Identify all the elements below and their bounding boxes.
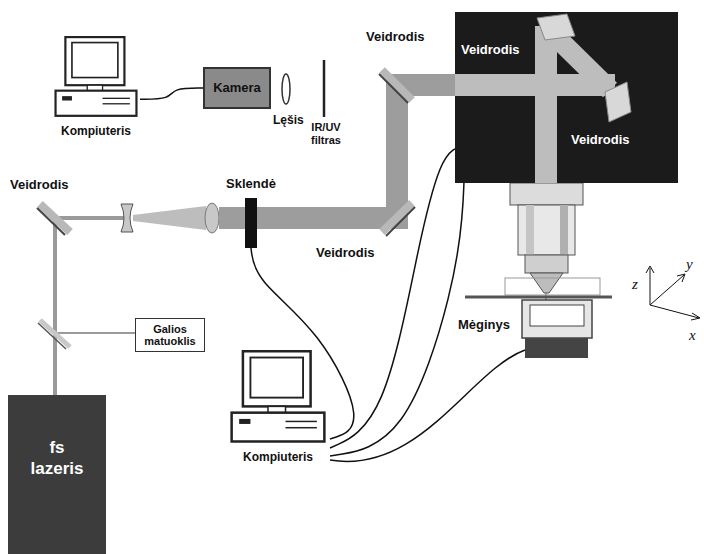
- mirror-label: Veidrodis: [366, 30, 425, 45]
- node-label: Galios matuoklis: [140, 323, 200, 347]
- camera-lens: [282, 74, 290, 104]
- monitor: [65, 37, 124, 85]
- mirror-label: Veidrodis: [316, 246, 375, 261]
- sample-frame: [505, 278, 600, 295]
- axis-arrow: [691, 313, 700, 320]
- sample-slide: [465, 296, 612, 299]
- laser-beam: [53, 218, 57, 395]
- axis-x: [650, 305, 699, 318]
- head-optics: [455, 12, 678, 183]
- objective: [525, 255, 568, 273]
- drive-slot: [103, 103, 130, 104]
- ir-uv-filter: [323, 60, 326, 117]
- axis-label: x: [689, 327, 696, 344]
- shutter-blade: [245, 198, 257, 248]
- node-label: Kompiuteris: [61, 124, 131, 138]
- drive-slot: [103, 98, 130, 99]
- node-label: Kamera: [213, 81, 261, 95]
- concave-lens: [121, 204, 133, 232]
- power-led: [62, 96, 72, 100]
- axis-label: z: [632, 276, 638, 293]
- mirror: [37, 208, 65, 235]
- objective-tip: [530, 273, 563, 293]
- cable: [330, 149, 455, 448]
- filter-label: IR/UV filtras: [303, 121, 349, 146]
- cable: [330, 183, 464, 456]
- split-beam: [55, 332, 135, 334]
- computer-case: [232, 413, 325, 442]
- head-housing: [455, 12, 678, 183]
- beam-splitter: [40, 320, 70, 347]
- power-meter: Galios matuoklis: [135, 318, 205, 352]
- expanding-beam: [133, 206, 206, 230]
- axis-arrow: [677, 274, 685, 282]
- computer-icon: [52, 36, 140, 118]
- cable: [251, 248, 354, 439]
- computer: Kompiuteris: [52, 36, 140, 138]
- convex-lens: [205, 203, 219, 233]
- laser-beam: [55, 216, 125, 220]
- mirror: [605, 82, 631, 122]
- camera-box: Kamera: [203, 67, 271, 109]
- mirror: [382, 70, 412, 100]
- objective-shade: [560, 205, 568, 255]
- mirror-label: Veidrodis: [10, 178, 69, 193]
- mirror: [382, 203, 412, 232]
- cable: [140, 88, 203, 99]
- mirror-label: Veidrodis: [461, 42, 520, 57]
- axis-arrow: [646, 266, 654, 273]
- node-label: Sklendė: [226, 176, 276, 248]
- beam: [553, 34, 610, 90]
- axis-z: [650, 268, 651, 305]
- mirror: [537, 14, 575, 40]
- computer-icon: [226, 350, 330, 444]
- mirror: [379, 74, 408, 103]
- fs-laser: fs lazeris: [8, 395, 106, 554]
- stage-window: [530, 305, 584, 326]
- axis-y: [650, 275, 684, 305]
- beam-splitter: [38, 323, 66, 349]
- objective: [518, 205, 575, 255]
- node-label: Kompiuteris: [243, 450, 313, 464]
- objective-shade: [526, 205, 534, 255]
- screen: [72, 43, 118, 78]
- node-label: fs lazeris: [31, 437, 84, 554]
- axis-label: y: [686, 256, 693, 273]
- microscope-head: VeidrodisVeidrodis: [455, 12, 678, 183]
- computer-case: [56, 91, 137, 116]
- screen: [250, 358, 303, 398]
- drive-slot: [286, 421, 317, 423]
- objective: [510, 183, 583, 205]
- mirror: [40, 204, 70, 232]
- lens-label: Lęšis: [273, 114, 304, 128]
- power-led: [239, 419, 250, 424]
- beam: [535, 26, 557, 183]
- shutter: Sklendė: [222, 176, 280, 248]
- computer: Kompiuteris: [226, 350, 330, 464]
- drive-slot: [286, 427, 317, 429]
- stage-motor: [525, 338, 588, 358]
- mirror: [386, 207, 415, 236]
- stage-holder: [522, 300, 592, 338]
- sample-label: Mėginys: [458, 318, 510, 333]
- monitor: [243, 351, 311, 406]
- mirror-label: Veidrodis: [571, 132, 630, 147]
